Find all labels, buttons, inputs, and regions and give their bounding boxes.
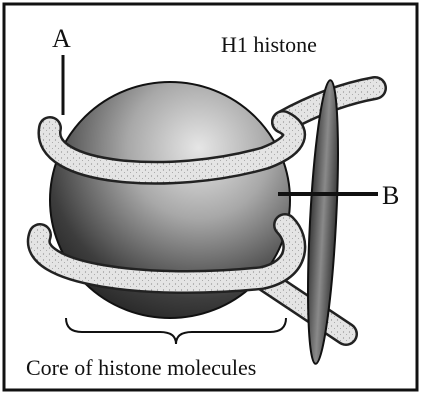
label-core-of-histone-molecules: Core of histone molecules bbox=[26, 355, 256, 380]
label-b: B bbox=[382, 181, 399, 210]
label-h1-histone: H1 histone bbox=[221, 32, 317, 57]
label-a: A bbox=[52, 24, 71, 53]
